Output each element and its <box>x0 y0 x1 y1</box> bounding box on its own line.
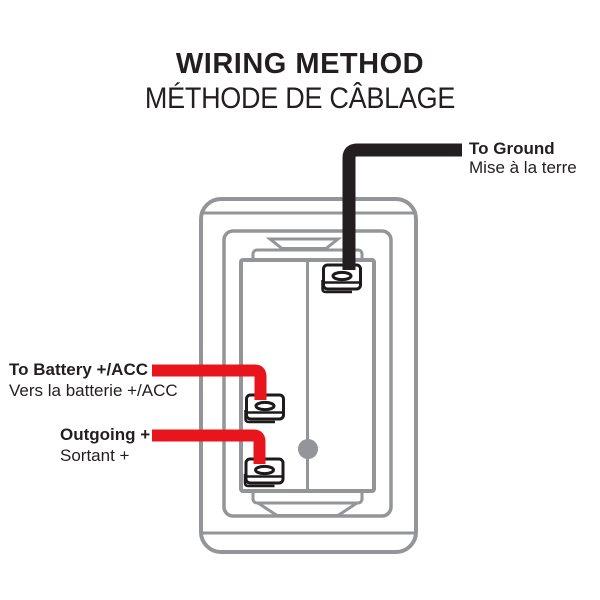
outgoing-label-en: Outgoing + <box>60 425 151 444</box>
switch-housing <box>199 197 418 554</box>
battery-terminal <box>244 393 285 424</box>
terminal-lip <box>243 474 275 488</box>
battery-label-fr: Vers la batterie +/ACC <box>9 381 178 400</box>
terminal-slot <box>331 270 353 282</box>
ground-label: To Ground Mise à la terre <box>469 139 577 177</box>
outgoing-label: Outgoing + Sortant + <box>60 424 150 466</box>
rocker-bevel-bottom <box>252 501 363 517</box>
battery-label: To Battery +/ACC Vers la batterie +/ACC <box>9 359 178 401</box>
page-title-french: MÉTHODE DE CÂBLAGE <box>144 82 456 115</box>
terminal-slot <box>254 400 276 412</box>
ground-label-fr: Mise à la terre <box>469 158 577 177</box>
ground-wire <box>342 143 462 270</box>
page-title: WIRING METHOD <box>175 48 425 80</box>
terminal-lip <box>321 280 352 294</box>
outgoing-label-fr: Sortant + <box>60 446 130 465</box>
battery-wire <box>152 364 267 400</box>
terminal-slot <box>254 464 275 476</box>
rocker-bevel-top <box>265 237 343 250</box>
battery-label-en: To Battery +/ACC <box>9 360 149 379</box>
ground-label-en: To Ground <box>469 139 555 158</box>
outgoing-wire <box>152 429 266 464</box>
terminal-lip <box>244 410 275 424</box>
ground-terminal <box>321 263 362 294</box>
pivot-dot <box>298 439 318 459</box>
